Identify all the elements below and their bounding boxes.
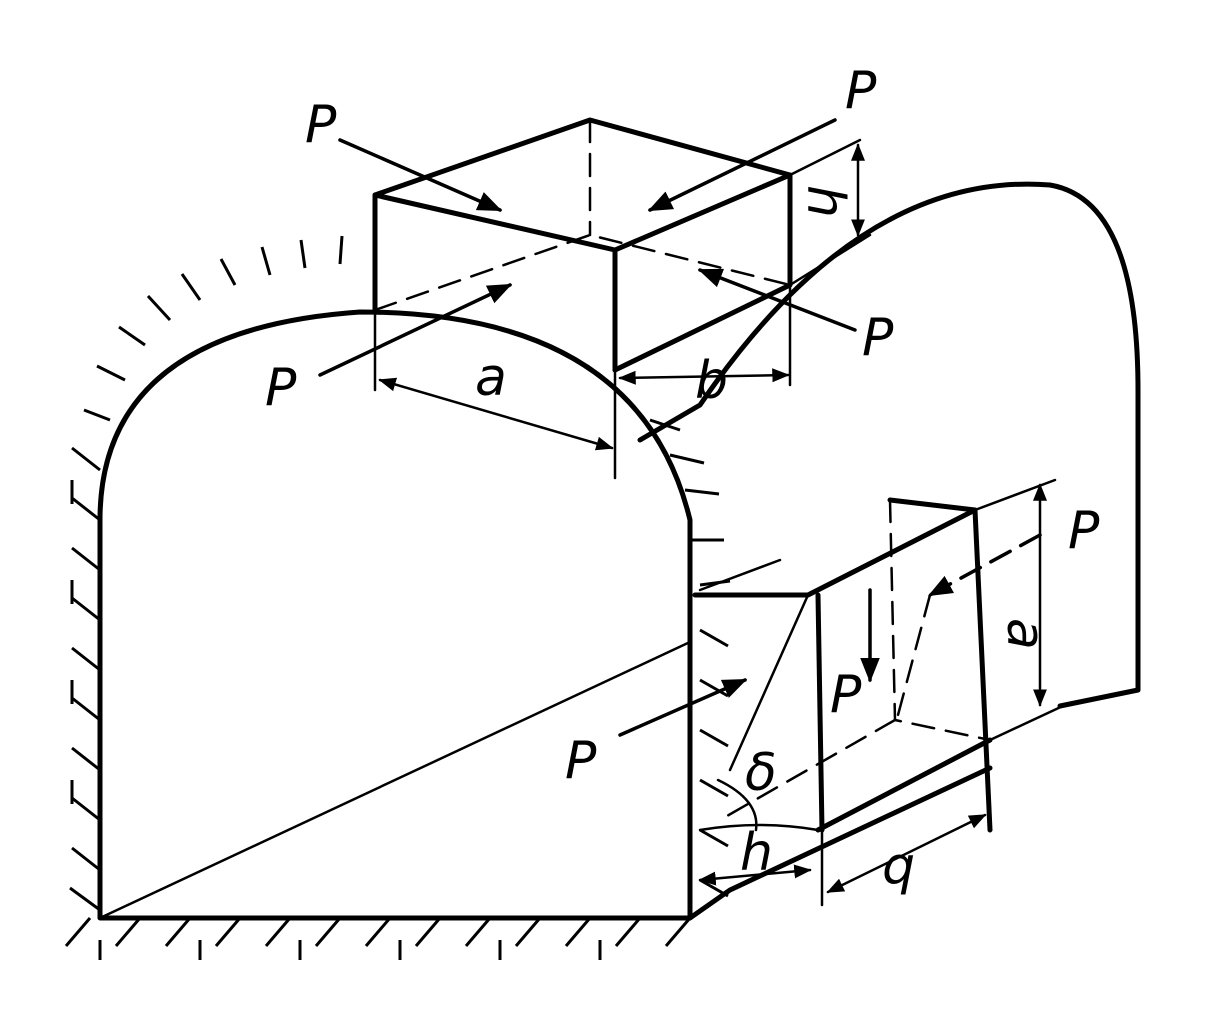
dimension-h-side: h xyxy=(740,823,773,883)
force-label-side-right: P xyxy=(1068,501,1100,561)
tunnel-outline xyxy=(97,181,1141,921)
force-label-right: P xyxy=(862,308,894,368)
dimension-a-side: a xyxy=(995,618,1055,650)
dimension-a-top: a xyxy=(475,348,507,408)
angle-delta: δ xyxy=(745,743,777,803)
dimension-b-top: b xyxy=(695,351,728,411)
top-specimen xyxy=(318,117,872,480)
side-specimen xyxy=(618,478,1067,907)
labels: P P P P P P P a b h a b h δ xyxy=(265,61,1100,902)
rock-hatching xyxy=(64,235,731,960)
dimension-h-top: h xyxy=(795,185,855,218)
force-label-side-center: P xyxy=(830,665,862,725)
force-label-left: P xyxy=(265,358,297,418)
dimension-b-side: b xyxy=(882,842,915,902)
force-label-top-right: P xyxy=(845,61,877,121)
force-label-side-left: P xyxy=(565,731,597,791)
force-label-top-left: P xyxy=(305,95,337,155)
